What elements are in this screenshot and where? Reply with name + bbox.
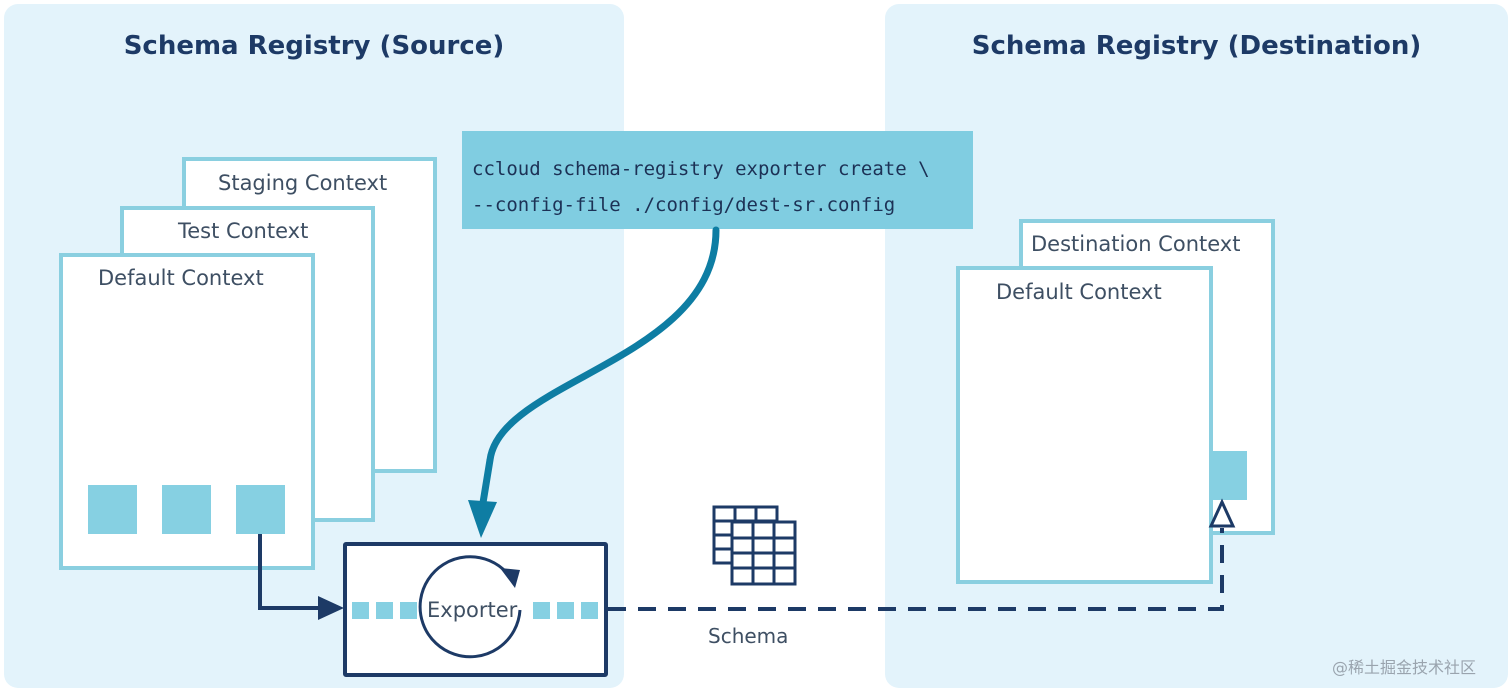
destination-default-context-card <box>956 266 1213 584</box>
destination-arrow-head <box>1208 498 1236 528</box>
table-grid-icon <box>712 505 797 586</box>
exporter-outbound-square <box>557 602 574 619</box>
schema-square <box>236 485 285 534</box>
watermark: @稀土掘金技术社区 <box>1332 658 1477 677</box>
source-registry-title: Schema Registry (Source) <box>123 31 505 61</box>
destination-context-label: Destination Context <box>1031 232 1241 256</box>
destination-default-context-label: Default Context <box>996 280 1162 304</box>
exporter-inbound-square <box>376 602 393 619</box>
staging-context-label: Staging Context <box>218 171 388 195</box>
exporter-label: Exporter <box>427 598 518 622</box>
command-arrow-head <box>468 500 497 538</box>
exporter-cycle-arrowhead <box>500 568 520 588</box>
exporter-inbound-square <box>352 602 369 619</box>
command-to-exporter-arrow <box>477 226 720 519</box>
square-to-exporter-head <box>318 596 344 620</box>
exporter-to-destination-dashed-line <box>608 528 1224 611</box>
schema-square <box>162 485 211 534</box>
destination-registry-title: Schema Registry (Destination) <box>971 31 1422 61</box>
schema-square <box>88 485 137 534</box>
test-context-label: Test Context <box>178 219 309 243</box>
exporter-outbound-square <box>581 602 598 619</box>
exporter-cycle-icon <box>418 555 522 659</box>
command-line-2: --config-file ./config/dest-sr.config <box>472 194 896 216</box>
exporter-inbound-square <box>400 602 417 619</box>
command-line-1: ccloud schema-registry exporter create \ <box>472 158 930 180</box>
schema-label: Schema <box>708 624 789 648</box>
default-context-label: Default Context <box>98 266 264 290</box>
destination-schema-square <box>1210 451 1247 500</box>
command-box: ccloud schema-registry exporter create \… <box>462 131 973 229</box>
square-to-exporter-line <box>258 534 320 610</box>
exporter-outbound-square <box>533 602 550 619</box>
